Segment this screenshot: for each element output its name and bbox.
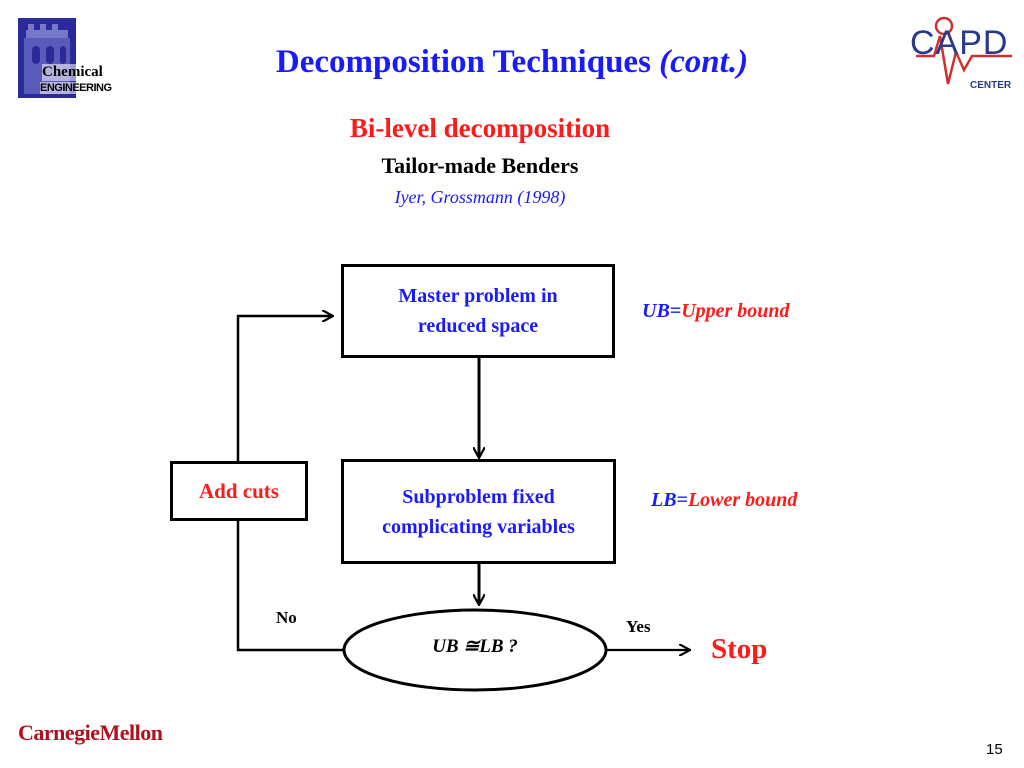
logo-text-chemical: Chemical bbox=[42, 64, 103, 81]
decision-label: UB ≅LB ? bbox=[432, 636, 518, 657]
master-line2: reduced space bbox=[417, 315, 539, 337]
ub-note: UB=Upper bound bbox=[642, 300, 790, 323]
lb-value: Lower bound bbox=[687, 489, 798, 511]
capd-center-text: CENTER bbox=[970, 80, 1012, 91]
slide-title: Decomposition Techniques (cont.) bbox=[0, 44, 1024, 81]
citation: Iyer, Grossmann (1998) bbox=[394, 187, 566, 207]
master-problem-box: Master problem in reduced space bbox=[341, 264, 615, 358]
capd-wave-icon bbox=[916, 16, 1012, 85]
lb-key: LB= bbox=[651, 489, 688, 511]
arrow-addcuts-to-master bbox=[236, 316, 332, 461]
lb-note: LB=Lower bound bbox=[651, 489, 797, 512]
chemical-engineering-logo: Chemical ENGINEERING bbox=[16, 16, 112, 100]
ub-value: Upper bound bbox=[681, 300, 790, 322]
section-subtitle: Bi-level decomposition bbox=[349, 113, 611, 143]
sub-line2: complicating variables bbox=[382, 515, 575, 538]
carnegie-mellon-logo: CarnegieMellon bbox=[18, 720, 163, 745]
title-italic: (cont.) bbox=[659, 44, 749, 80]
add-cuts-box: Add cuts bbox=[170, 461, 308, 521]
no-label: No bbox=[276, 608, 297, 627]
sub-line1: Subproblem fixed bbox=[402, 485, 555, 508]
yes-label: Yes bbox=[626, 617, 651, 636]
master-line1: Master problem in bbox=[398, 285, 558, 307]
decision-ellipse bbox=[342, 608, 608, 692]
add-cuts-label: Add cuts bbox=[199, 478, 279, 503]
page-number: 15 bbox=[986, 741, 1003, 758]
line-decision-to-addcuts bbox=[236, 521, 343, 652]
method-name: Tailor-made Benders bbox=[381, 153, 579, 178]
subproblem-box: Subproblem fixed complicating variables bbox=[341, 459, 616, 564]
logo-text-engineering: ENGINEERING bbox=[40, 82, 112, 94]
title-main: Decomposition Techniques bbox=[275, 44, 651, 80]
capd-text: CAPD bbox=[910, 24, 1009, 62]
stop-label: Stop bbox=[711, 633, 768, 665]
capd-logo: CAPD CENTER bbox=[908, 12, 1018, 96]
ub-key: UB= bbox=[642, 300, 682, 322]
